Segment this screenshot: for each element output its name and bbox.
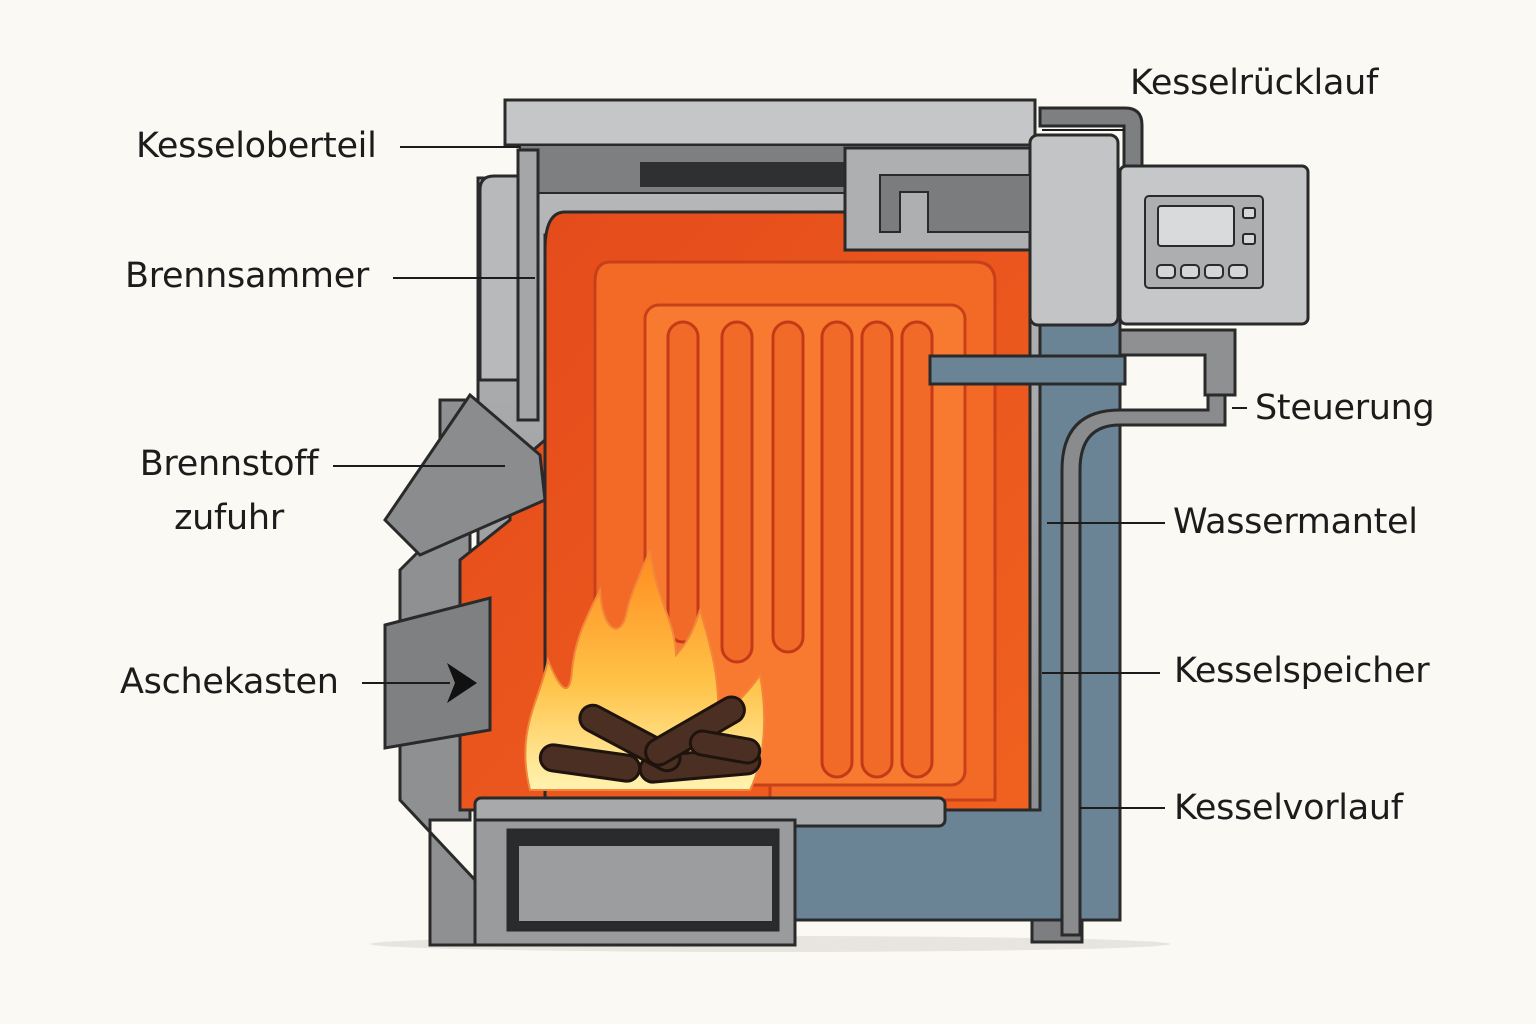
tube-2 — [720, 320, 754, 664]
heat-exchanger-tubes — [666, 320, 934, 779]
label-kesselspeicher: Kesselspeicher — [1174, 651, 1430, 691]
flow-pipe — [1060, 393, 1227, 937]
label-steuerung: Steuerung — [1255, 388, 1435, 428]
log — [688, 729, 762, 765]
jacket-inlet-pipe — [928, 354, 1127, 386]
button-icon — [1242, 207, 1256, 219]
return-pipe — [1038, 106, 1144, 172]
button-icon — [1156, 264, 1176, 279]
label-kesselruecklauf: Kesselrücklauf — [1130, 63, 1379, 103]
tube-5 — [860, 320, 894, 779]
right-housing — [1028, 133, 1120, 327]
button-icon — [1180, 264, 1200, 279]
fuel-chute — [383, 392, 547, 557]
button-icon — [1204, 264, 1224, 279]
tube-3 — [771, 320, 805, 654]
label-aschekasten: Aschekasten — [120, 662, 339, 702]
button-icon — [1228, 264, 1248, 279]
tube-1 — [666, 320, 700, 644]
lcd-display-icon — [1157, 205, 1235, 247]
label-wassermantel: Wassermantel — [1173, 502, 1418, 542]
tube-4 — [820, 320, 854, 779]
flue-duct-inner — [879, 174, 1031, 233]
triangle-right-icon — [447, 663, 477, 703]
control-buttons — [1156, 207, 1256, 279]
button-icon — [1242, 233, 1256, 245]
control-riser — [1118, 328, 1237, 397]
boiler-lid — [503, 98, 1037, 147]
ash-drawer-face — [517, 844, 774, 923]
firewood — [538, 695, 762, 784]
tube-6 — [900, 320, 934, 779]
leader-lines — [333, 129, 1247, 809]
label-kesselvorlauf: Kesselvorlauf — [1174, 788, 1403, 828]
left-panel-post — [516, 148, 540, 422]
label-brennsammer: Brennsammer — [125, 256, 370, 296]
flue-slot — [640, 162, 850, 187]
label-kesseloberteil: Kesseloberteil — [136, 126, 377, 166]
label-brennstoffzufuhr: Brennstoff zufuhr — [139, 444, 319, 538]
ash-box-door — [383, 596, 492, 750]
